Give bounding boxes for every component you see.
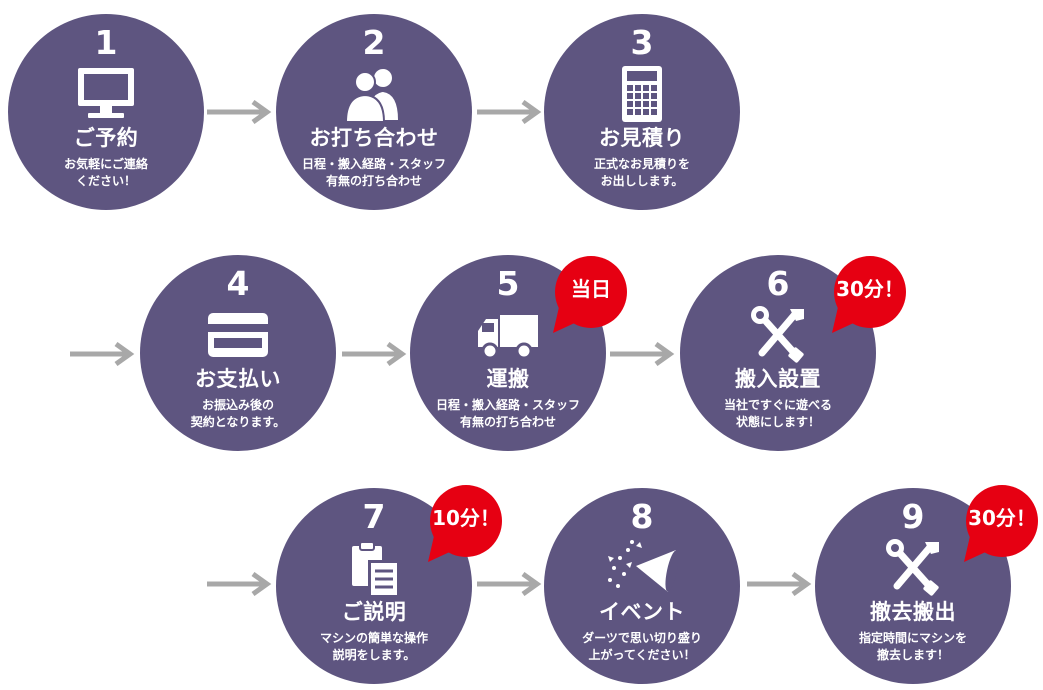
arrow-icon	[475, 572, 545, 596]
card-icon	[202, 305, 274, 367]
monitor-icon	[70, 64, 142, 126]
step-number: 8	[630, 497, 654, 536]
step-2: 2 お打ち合わせ 日程・搬入経路・スタッフ有無の打ち合わせ	[276, 14, 472, 210]
step-title: イベント	[599, 600, 685, 624]
step-description: 正式なお見積りをお出しします。	[593, 157, 690, 188]
party-popper-icon	[606, 538, 678, 600]
step-title: お支払い	[195, 367, 281, 391]
step-5: 5 運搬 日程・搬入経路・スタッフ有無の打ち合わせ	[410, 255, 606, 451]
speech-badge: 30分！	[830, 255, 910, 335]
arrow-icon	[340, 342, 410, 366]
speech-badge: 当日	[551, 255, 631, 335]
step-number: 2	[362, 23, 386, 62]
step-title: ご説明	[341, 600, 407, 624]
step-title: 搬入設置	[735, 367, 821, 391]
step-title: 運搬	[486, 367, 530, 391]
step-number: 5	[496, 264, 520, 303]
speech-badge: 30分！	[962, 484, 1042, 564]
clipboard-icon	[338, 538, 410, 600]
step-number: 9	[901, 497, 925, 536]
badge-label: 10分！	[432, 506, 500, 530]
step-description: 日程・搬入経路・スタッフ有無の打ち合わせ	[301, 157, 446, 188]
arrow-icon	[68, 342, 138, 366]
step-title: 撤去搬出	[870, 600, 956, 624]
step-number: 6	[766, 264, 790, 303]
badge-label: 当日	[571, 277, 611, 301]
step-description: お気軽にご連絡ください！	[64, 157, 148, 188]
step-title: お打ち合わせ	[309, 126, 439, 150]
people-icon	[338, 64, 410, 126]
step-description: 日程・搬入経路・スタッフ有無の打ち合わせ	[435, 398, 580, 429]
step-number: 1	[94, 23, 118, 62]
arrow-icon	[205, 572, 275, 596]
arrow-icon	[608, 342, 678, 366]
step-8: 8 イベント ダーツで思い切り盛り上がってください！	[544, 488, 740, 684]
step-description: 指定時間にマシンを撤去します！	[858, 631, 967, 662]
arrow-icon	[475, 100, 545, 124]
tools-icon	[742, 305, 814, 367]
truck-icon	[472, 305, 544, 367]
step-number: 4	[226, 264, 250, 303]
badge-label: 30分！	[968, 506, 1036, 530]
step-description: お振込み後の契約となります。	[190, 398, 286, 429]
step-description: マシンの簡単な操作説明をします。	[319, 631, 428, 662]
step-title: お見積り	[599, 126, 685, 150]
tools-icon	[877, 538, 949, 600]
step-3: 3 お見積り 正式なお見積りをお出しします。	[544, 14, 740, 210]
speech-badge: 10分！	[426, 484, 506, 564]
arrow-icon	[745, 572, 815, 596]
step-description: ダーツで思い切り盛り上がってください！	[582, 631, 702, 662]
calculator-icon	[606, 64, 678, 126]
badge-label: 30分！	[836, 277, 904, 301]
step-title: ご予約	[73, 126, 139, 150]
step-number: 3	[630, 23, 654, 62]
step-description: 当社ですぐに遊べる状態にします！	[723, 398, 832, 429]
step-number: 7	[362, 497, 386, 536]
step-4: 4 お支払い お振込み後の契約となります。	[140, 255, 336, 451]
step-1: 1 ご予約 お気軽にご連絡ください！	[8, 14, 204, 210]
arrow-icon	[205, 100, 275, 124]
